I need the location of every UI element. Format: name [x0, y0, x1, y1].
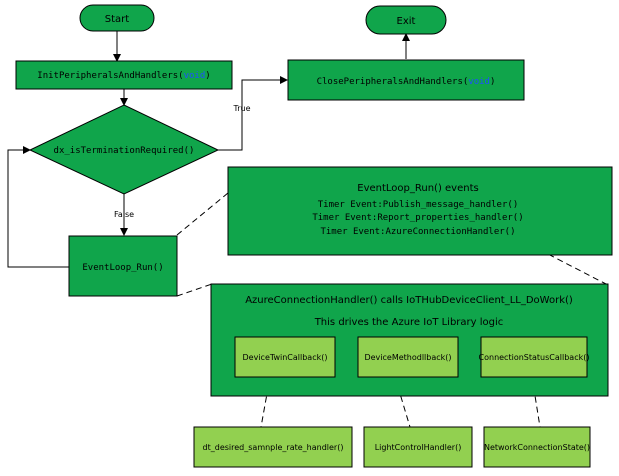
close-process — [287, 59, 525, 101]
start-label: Start — [105, 14, 130, 25]
close-label: ClosePeripheralsAndHandlers(void) — [317, 77, 496, 87]
device-method-callback-label: DeviceMethodllback() — [364, 353, 451, 362]
decision-label: dx_isTerminationRequired() — [54, 146, 195, 156]
init-label: InitPeripheralsAndHandlers(void) — [37, 71, 210, 81]
azure-title: AzureConnectionHandler() calls IoTHubDev… — [245, 295, 573, 306]
dash-events-to-azure-right — [512, 235, 607, 285]
dash-status-to-handler — [531, 376, 541, 428]
events-box — [227, 166, 613, 256]
events-title: EventLoop_Run() events — [357, 183, 478, 194]
exit-terminal — [365, 5, 447, 35]
event-line-2: Timer Event:Report_properties_handler() — [312, 213, 523, 223]
device-twin-callback-label: DeviceTwinCallback() — [243, 353, 328, 362]
connection-status-callback-label: ConnectionStatusCallback() — [479, 353, 590, 362]
true-label: True — [233, 104, 251, 113]
azure-subtitle: This drives the Azure IoT Library logic — [314, 317, 504, 328]
sample-rate-handler-label: dt_desired_samnple_rate_handler() — [203, 443, 344, 452]
false-label: False — [114, 210, 134, 219]
start-terminal — [79, 4, 155, 32]
event-line-1: Timer Event:Publish_message_handler() — [318, 200, 518, 210]
event-line-3: Timer Event:AzureConnectionHandler() — [320, 227, 515, 237]
dash-eventloop-to-events-top — [176, 192, 229, 236]
light-control-handler-box — [363, 426, 473, 468]
arrow-decision-to-close — [218, 76, 288, 151]
exit-label: Exit — [397, 16, 416, 27]
light-control-handler-label: LightControlHandler() — [375, 443, 462, 452]
device-twin-callback-box — [234, 336, 336, 378]
device-method-callback-box — [357, 336, 459, 378]
network-connection-state-box — [483, 426, 591, 468]
dash-method-to-handler — [394, 376, 411, 428]
dash-eventloop-to-azure — [176, 283, 213, 297]
init-process — [15, 60, 233, 90]
event-loop-label: EventLoop_Run() — [82, 263, 163, 273]
network-connection-state-label: NetworkConnectionState() — [484, 443, 590, 452]
termination-decision — [28, 104, 220, 195]
arrow-eventloop-back-to-decision — [7, 146, 69, 268]
event-loop-process — [68, 235, 178, 297]
dash-twin-to-handler — [260, 376, 271, 428]
sample-rate-handler-box — [193, 426, 353, 468]
connectors — [7, 31, 607, 428]
connection-status-callback-box — [480, 336, 588, 378]
